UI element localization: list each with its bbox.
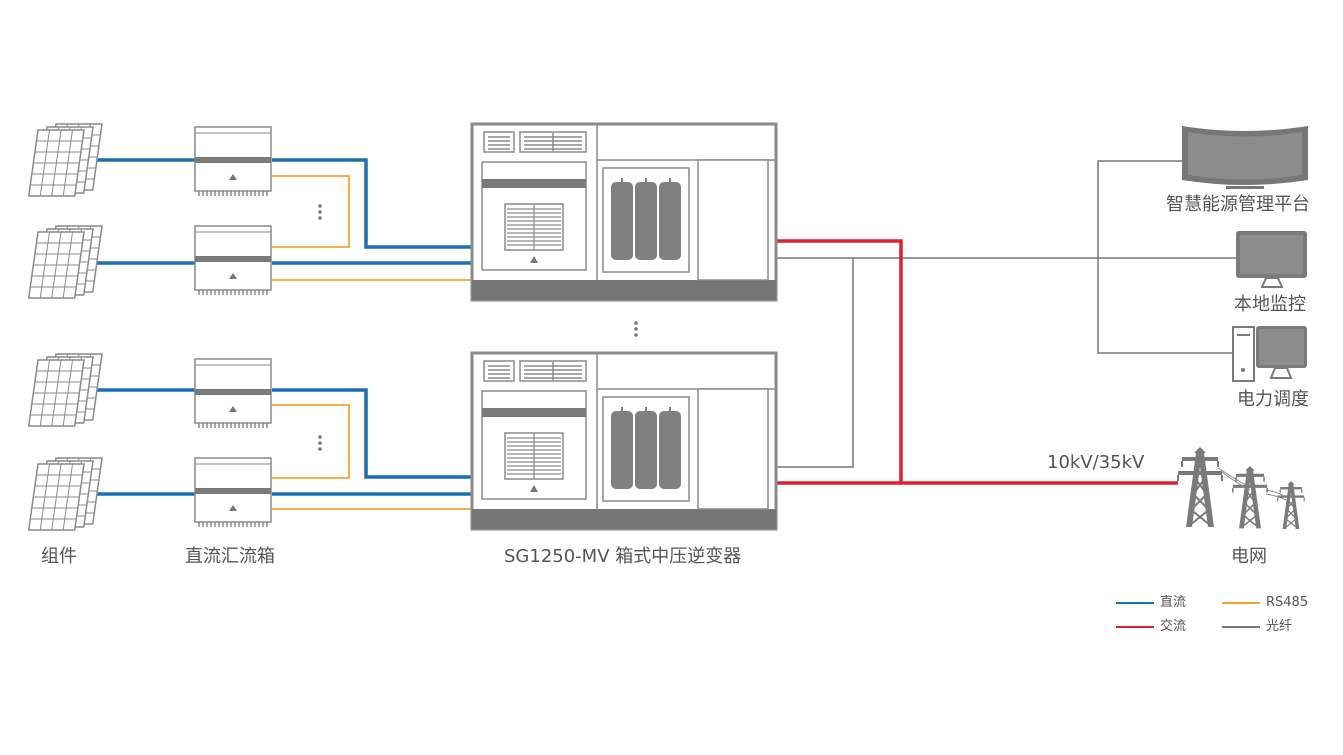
legend-swatch: [1222, 625, 1260, 628]
inverter-station-1: [470, 122, 778, 302]
legend-swatch: [1116, 601, 1154, 604]
combiner-box-2: [194, 225, 272, 296]
solar-module-4: [29, 458, 102, 530]
solar-module-1: [29, 124, 102, 196]
modules-label: 组件: [41, 546, 77, 567]
combiner-box-4: [194, 457, 272, 528]
rs485-lines: [272, 175, 473, 510]
dc-lines: [97, 158, 473, 496]
legend-item-rs485: RS485: [1222, 595, 1308, 610]
combiner-box-1: [194, 126, 272, 197]
legend-swatch: [1222, 601, 1260, 604]
legend-item-dc: 直流: [1116, 595, 1186, 610]
desktop-computer-icon: [1232, 326, 1307, 382]
inverter-label: SG1250-MV 箱式中压逆变器: [504, 546, 742, 567]
ellipsis-dots: [318, 204, 638, 451]
monitor-icon: [1236, 231, 1307, 288]
fiber-lines: [776, 160, 1237, 468]
dispatch-label: 电力调度: [1237, 389, 1309, 410]
local-monitor-label: 本地监控: [1234, 294, 1306, 315]
combiner-box-3: [194, 358, 272, 429]
legend-item-fiber: 光纤: [1222, 619, 1292, 634]
grid-label: 电网: [1231, 546, 1267, 567]
legend-label: 直流: [1160, 595, 1187, 610]
transmission-tower-icon: [1177, 446, 1305, 530]
legend-item-ac: 交流: [1116, 619, 1186, 634]
energy-platform-label: 智慧能源管理平台: [1166, 194, 1310, 215]
solar-module-3: [29, 354, 102, 426]
voltage-label: 10kV/35kV: [1047, 452, 1145, 473]
legend-label: 交流: [1160, 619, 1187, 634]
combiner-box-label: 直流汇流箱: [185, 546, 275, 567]
ac-lines: [776, 239, 1178, 485]
inverter-station-2: [470, 351, 778, 531]
curved-monitor-icon: [1182, 126, 1308, 189]
solar-module-2: [29, 226, 102, 298]
legend-label: 光纤: [1266, 619, 1293, 634]
legend-label: RS485: [1266, 595, 1309, 610]
legend-swatch: [1116, 625, 1154, 628]
